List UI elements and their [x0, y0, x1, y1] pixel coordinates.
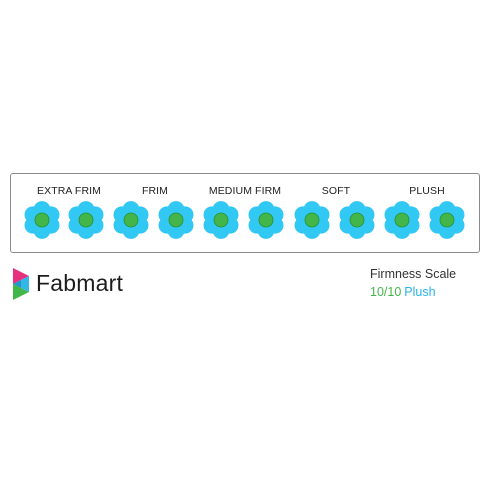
level-label-plush: PLUSH: [409, 185, 445, 197]
level-label-firm: FRIM: [141, 185, 169, 197]
firmness-scale-panel: EXTRA FRIM FRIM MEDIUM FIRM SOFT PLUSH: [10, 173, 480, 253]
level-label-extra-firm: EXTRA FRIM: [36, 185, 101, 197]
brand-name: Fabmart: [36, 270, 124, 296]
flower-icon: [156, 200, 196, 240]
fabmart-logo-icon: [13, 268, 29, 300]
level-label-medium-firm: MEDIUM FIRM: [208, 185, 282, 197]
flower-icon: [382, 200, 422, 240]
flower-icon: [427, 200, 467, 240]
level-label-soft: SOFT: [321, 185, 351, 197]
flower-icon: [246, 200, 286, 240]
flower-icon: [22, 200, 62, 240]
flower-icon: [66, 200, 106, 240]
firmness-rating-value: 10/10: [370, 285, 402, 299]
firmness-level-name: Plush: [404, 285, 436, 299]
flower-icon: [111, 200, 151, 240]
fabmart-brand: Fabmart: [11, 264, 123, 302]
flower-icon: [201, 200, 241, 240]
flower-icon: [292, 200, 332, 240]
firmness-scale-title: Firmness Scale: [370, 267, 457, 281]
flower-icon: [337, 200, 377, 240]
